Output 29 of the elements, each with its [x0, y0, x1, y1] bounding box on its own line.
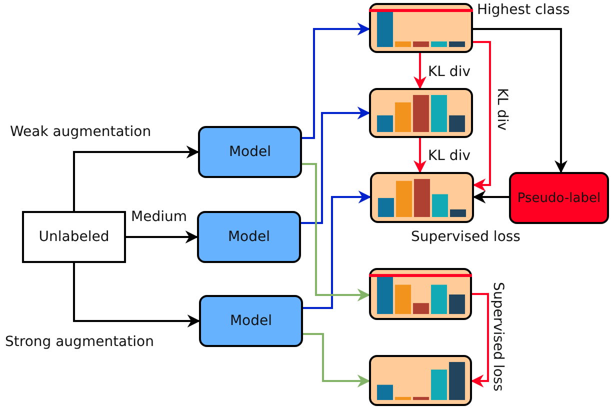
arrow: [73, 263, 200, 328]
pseudo-label-box: Pseudo-label: [509, 172, 609, 224]
arrow: [414, 138, 426, 174]
arrow: [303, 190, 372, 309]
edge-label: Strong augmentation: [5, 334, 154, 350]
model-box: Model: [198, 126, 302, 178]
model-box: Model: [197, 211, 301, 263]
arrow: [302, 22, 370, 139]
arrow: [126, 230, 198, 244]
arrow: [73, 146, 200, 211]
arrow: [470, 293, 489, 388]
arrow: [414, 53, 426, 90]
caption-text: Highest class: [477, 2, 570, 18]
edge-label: Weak augmentation: [10, 124, 152, 140]
distribution-box: [370, 172, 474, 223]
caption-text: Supervised loss: [411, 229, 520, 245]
arrow: [473, 28, 568, 174]
distribution-box: [369, 268, 472, 320]
edge-label: Supervised loss: [490, 282, 506, 392]
distribution-box: [369, 88, 473, 138]
arrow: [303, 333, 370, 388]
model-box: Model: [199, 295, 303, 347]
arrow: [472, 41, 491, 192]
distribution-box: [369, 355, 472, 406]
arrow: [472, 190, 509, 204]
distribution-box: [369, 3, 473, 53]
arrow: [302, 163, 370, 302]
arrow: [301, 106, 370, 224]
input-box: Unlabeled: [22, 211, 126, 263]
